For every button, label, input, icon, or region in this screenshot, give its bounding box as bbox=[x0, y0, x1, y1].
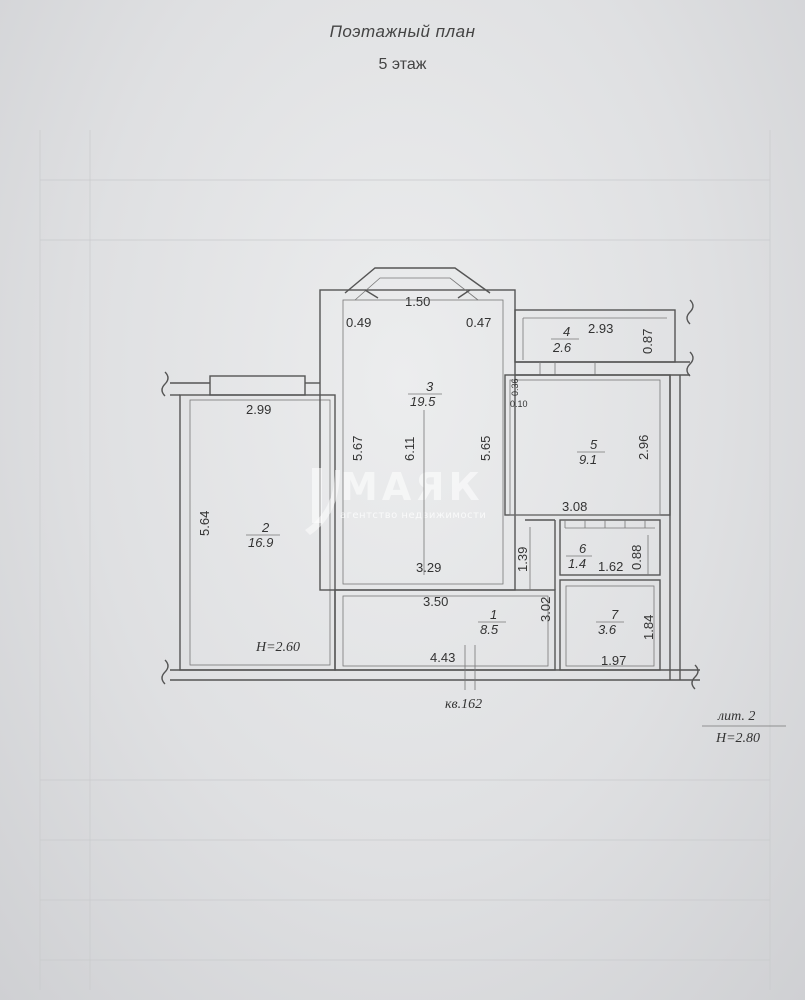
dim-balcony-length: 2.93 bbox=[588, 321, 613, 336]
room-5-area: 9.1 bbox=[579, 452, 597, 467]
dim-gap-top: 0.36 bbox=[510, 378, 520, 396]
room-6-outline bbox=[559, 519, 661, 576]
lighthouse-icon bbox=[305, 470, 340, 535]
dim-room6-height: 0.88 bbox=[629, 545, 644, 570]
room-6-area: 1.4 bbox=[568, 556, 586, 571]
dim-room7-width: 1.97 bbox=[601, 653, 626, 668]
dim-room6-width: 1.62 bbox=[598, 559, 623, 574]
apartment-number: кв.162 bbox=[445, 697, 482, 712]
dim-room5-bottom: 3.08 bbox=[562, 499, 587, 514]
walls bbox=[161, 267, 700, 690]
break-mark bbox=[161, 371, 169, 397]
floor-label: 5 этаж bbox=[378, 56, 427, 73]
dim-hall-bottom: 4.43 bbox=[430, 650, 455, 665]
dim-bay-width: 1.50 bbox=[405, 294, 430, 309]
dim-hall-right: 3.02 bbox=[538, 597, 553, 622]
room-labels: 3 19.5 2 16.9 4 2.6 5 9.1 6 1.4 7 3.6 1 … bbox=[246, 324, 624, 637]
room-2-inner bbox=[189, 399, 331, 666]
room-1-area: 8.5 bbox=[480, 622, 499, 637]
room-7-area: 3.6 bbox=[598, 622, 617, 637]
room-5-number: 5 bbox=[590, 437, 598, 452]
room-2-window bbox=[209, 375, 306, 396]
room-2-area: 16.9 bbox=[248, 535, 273, 550]
bay-window bbox=[344, 267, 491, 294]
room-6-number: 6 bbox=[579, 541, 587, 556]
watermark: МАЯК агентство недвижимости bbox=[305, 465, 486, 535]
plan-notes: H=2.60 кв.162 лит. 2 H=2.80 bbox=[255, 640, 786, 746]
dim-balcony-depth: 0.87 bbox=[640, 329, 655, 354]
dim-room7-height: 1.84 bbox=[641, 615, 656, 640]
dim-room5-height: 2.96 bbox=[636, 435, 651, 460]
room-4-number: 4 bbox=[563, 324, 570, 339]
dim-bay-right: 0.47 bbox=[466, 315, 491, 330]
dim-room2-height: 5.64 bbox=[197, 511, 212, 536]
paper-grid bbox=[39, 130, 771, 990]
building-label: лит. 2 bbox=[717, 709, 755, 724]
building-height: H=2.80 bbox=[715, 731, 760, 746]
dim-corridor-small: 1.39 bbox=[515, 547, 530, 572]
break-mark bbox=[161, 659, 169, 685]
dim-room2-width: 2.99 bbox=[246, 402, 271, 417]
room-7-number: 7 bbox=[611, 607, 619, 622]
dim-bay-left: 0.49 bbox=[346, 315, 371, 330]
watermark-tagline: агентство недвижимости bbox=[340, 510, 486, 521]
break-mark bbox=[691, 664, 699, 690]
room-3-number: 3 bbox=[426, 379, 434, 394]
dimension-labels: 1.50 0.49 0.47 2.93 0.87 0.36 0.10 2.99 … bbox=[197, 294, 656, 668]
break-mark bbox=[686, 351, 694, 377]
plan-title: Поэтажный план bbox=[329, 22, 476, 41]
room-5-inner bbox=[509, 379, 661, 516]
dim-hall-top: 3.50 bbox=[423, 594, 448, 609]
room-4-area: 2.6 bbox=[552, 340, 572, 355]
dim-room3-bottom: 3.29 bbox=[416, 560, 441, 575]
room-3-area: 19.5 bbox=[410, 394, 436, 409]
dim-gap-bottom: 0.10 bbox=[510, 399, 528, 409]
dim-room3-right: 5.65 bbox=[478, 436, 493, 461]
watermark-brand: МАЯК bbox=[340, 465, 484, 509]
room-2-number: 2 bbox=[261, 520, 270, 535]
dim-room3-mid: 6.11 bbox=[402, 437, 417, 461]
room-1-number: 1 bbox=[490, 607, 497, 622]
dim-room3-left: 5.67 bbox=[350, 436, 365, 461]
break-mark bbox=[686, 299, 694, 325]
ceiling-height: H=2.60 bbox=[255, 640, 300, 655]
room-3-inner bbox=[342, 299, 504, 585]
